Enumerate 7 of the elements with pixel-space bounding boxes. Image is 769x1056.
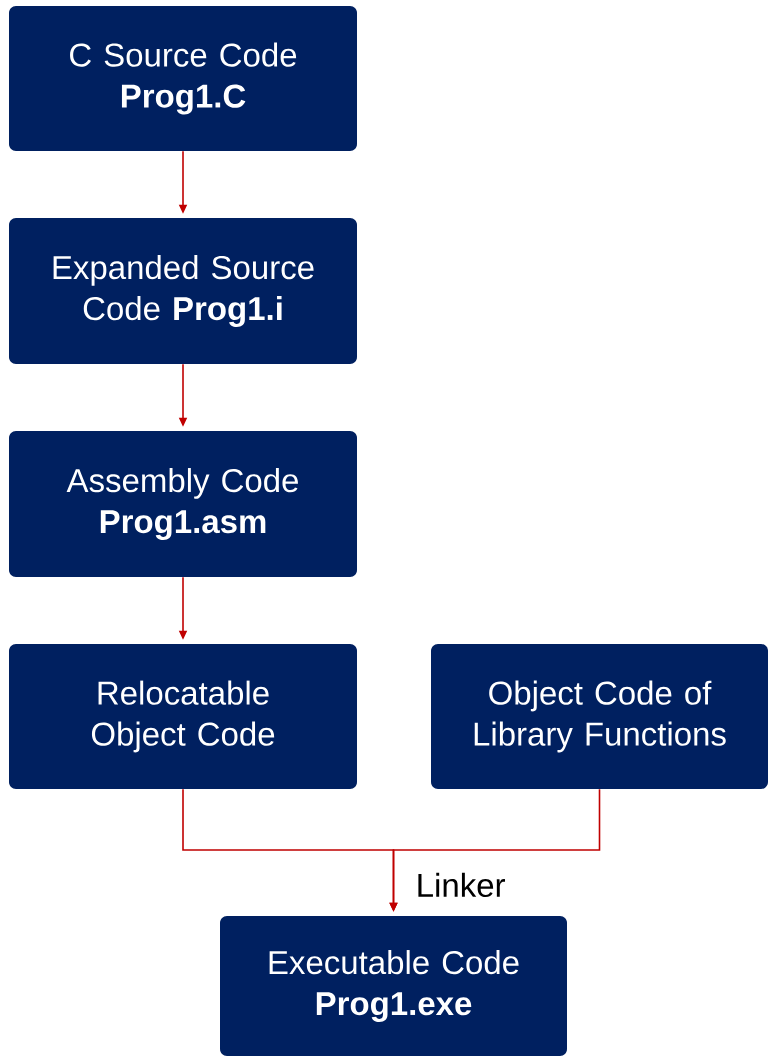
- process-box: Expanded Source Code Prog1.i: [9, 218, 357, 364]
- process-box: Relocatable Object Code: [9, 644, 357, 789]
- edge-label: Linker: [413, 870, 508, 900]
- process-box: C Source Code Prog1.C: [9, 6, 357, 151]
- process-box: Object Code of Library Functions: [431, 644, 768, 789]
- process-box: Executable Code Prog1.exe: [220, 916, 567, 1056]
- process-box: Assembly Code Prog1.asm: [9, 431, 357, 577]
